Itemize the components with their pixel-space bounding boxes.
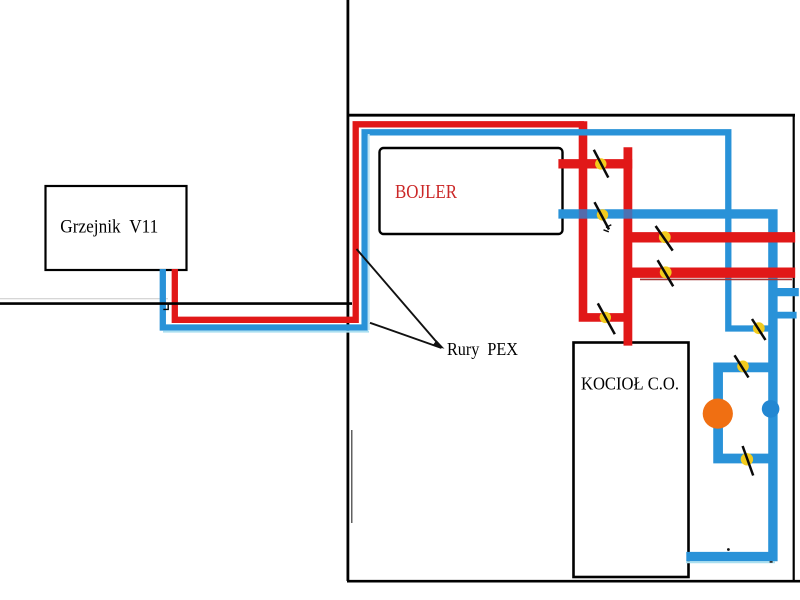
svg-text:Rury PEX: Rury PEX [447, 339, 518, 359]
svg-text:Grzejnik V11: Grzejnik V11 [60, 218, 158, 238]
svg-text:KOCIOŁ C.O.: KOCIOŁ C.O. [581, 374, 679, 394]
svg-text:BOJLER: BOJLER [395, 182, 457, 203]
